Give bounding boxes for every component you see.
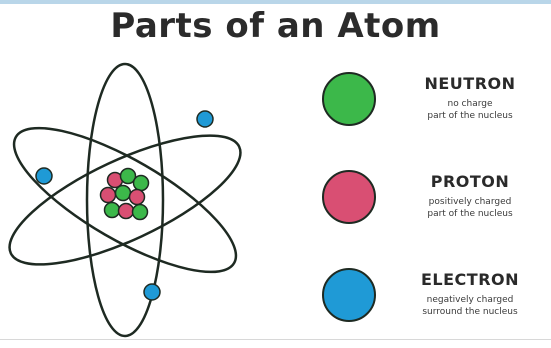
electron: [144, 284, 160, 300]
neutron-circle-icon: [322, 72, 376, 126]
nucleus-particle: [134, 176, 149, 191]
atom-diagram: [0, 0, 300, 342]
nucleus-particle: [130, 190, 145, 205]
legend-neutron: NEUTRON no charge part of the nucleus: [318, 72, 551, 152]
nucleus-particle: [116, 186, 131, 201]
legend-neutron-description: no charge part of the nucleus: [400, 98, 540, 122]
nucleus-particle: [119, 204, 134, 219]
proton-circle-icon: [322, 170, 376, 224]
bottom-divider: [0, 339, 551, 340]
electron: [197, 111, 213, 127]
nucleus-particle: [133, 205, 148, 220]
legend-proton-description: positively charged part of the nucleus: [400, 196, 540, 220]
legend-electron: ELECTRON negatively charged surround the…: [318, 268, 551, 348]
legend-electron-description: negatively charged surround the nucleus: [400, 294, 540, 318]
legend-proton: PROTON positively charged part of the nu…: [318, 170, 551, 250]
nucleus-particle: [105, 203, 120, 218]
legend-proton-name: PROTON: [400, 172, 540, 191]
legend-neutron-name: NEUTRON: [400, 74, 540, 93]
legend-electron-name: ELECTRON: [400, 270, 540, 289]
electron: [36, 168, 52, 184]
electron-circle-icon: [322, 268, 376, 322]
nucleus-particle: [101, 188, 116, 203]
